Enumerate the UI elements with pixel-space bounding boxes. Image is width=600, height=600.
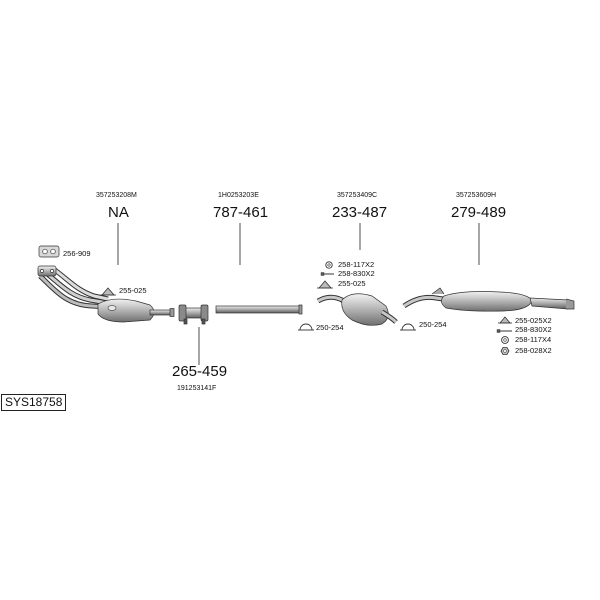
nut-icon [500,347,510,355]
hanger-icon [317,280,333,289]
accessory-code-gasket[interactable]: 256-909 [63,249,91,258]
system-code-label: SYS18758 [1,394,67,411]
accessory-code-nut[interactable]: 258-028X2 [515,346,552,355]
clamp-icon [298,323,314,331]
hanger-icon [498,316,512,324]
part-code-center-silencer[interactable]: 233-487 [332,204,388,221]
accessory-code-ring[interactable]: 258-117X4 [515,335,552,344]
accessory-code-hanger[interactable]: 255-025 [338,279,366,288]
center-silencer [316,293,398,326]
accessory-code-hanger[interactable]: 255-025 [119,286,147,295]
rear-silencer [402,287,575,312]
part-code-front-pipe[interactable]: NA [108,204,129,221]
accessory-code-ring[interactable]: 258-117X2 [338,260,375,269]
bolt-icon [496,329,512,333]
part-code-connector[interactable]: 265-459 [172,363,228,380]
intermediate-pipe [215,304,303,315]
ring-icon [325,261,333,269]
oem-number-front-pipe: 357253208M [96,192,137,199]
hanger-icon [100,287,116,296]
accessory-code-bolt[interactable]: 258-830X2 [338,269,375,278]
connector-sleeve [178,304,209,325]
gasket-icon [38,245,60,258]
clamp-icon [400,323,416,331]
ring-icon [501,336,509,344]
oem-number-intermediate-pipe: 1H0253203E [218,192,259,199]
accessory-code-hanger[interactable]: 255-025X2 [515,316,552,325]
accessory-code-bolt[interactable]: 258-830X2 [515,325,552,334]
oem-number-connector: 191253141F [177,385,217,392]
oem-number-rear-silencer: 357253609H [456,192,497,199]
oem-number-center-silencer: 357253409C [337,192,378,199]
part-code-intermediate-pipe[interactable]: 787-461 [213,204,269,221]
accessory-code-clamp[interactable]: 250-254 [419,320,447,329]
part-code-rear-silencer[interactable]: 279-489 [451,204,507,221]
accessory-code-clamp[interactable]: 250-254 [316,323,344,332]
front-pipe-converter [37,265,175,323]
bolt-icon [320,272,334,276]
leader-lines [117,223,480,365]
